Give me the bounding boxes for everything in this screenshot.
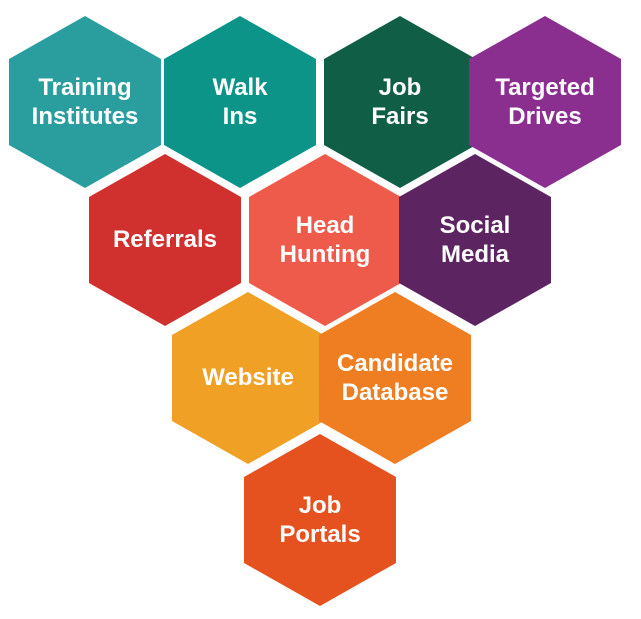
hexagon-label: Job Portals	[279, 491, 361, 548]
hexagon-walk-ins: Walk Ins	[164, 16, 316, 188]
hexagon-targeted-drives: Targeted Drives	[469, 16, 621, 188]
hexagon-label: Social Media	[439, 211, 511, 268]
hexagon-job-fairs: Job Fairs	[324, 16, 476, 188]
hexagon-website: Website	[172, 292, 324, 464]
hexagon-label: Referrals	[112, 226, 218, 254]
hexagon-label: Training Institutes	[31, 73, 139, 130]
hexagon-label: Walk Ins	[212, 73, 268, 130]
hexagon-head-hunting: Head Hunting	[249, 154, 401, 326]
hexagon-label: Candidate Database	[336, 349, 453, 406]
hexagon-label: Head Hunting	[279, 211, 371, 268]
hexagon-label: Website	[202, 364, 294, 392]
hexagon-training-institutes: Training Institutes	[9, 16, 161, 188]
hexagon-social-media: Social Media	[399, 154, 551, 326]
hexagon-label: Job Fairs	[371, 73, 429, 130]
hexagon-candidate-database: Candidate Database	[319, 292, 471, 464]
hexagon-referrals: Referrals	[89, 154, 241, 326]
hexagon-job-portals: Job Portals	[244, 434, 396, 606]
hexagon-label: Targeted Drives	[495, 73, 595, 130]
